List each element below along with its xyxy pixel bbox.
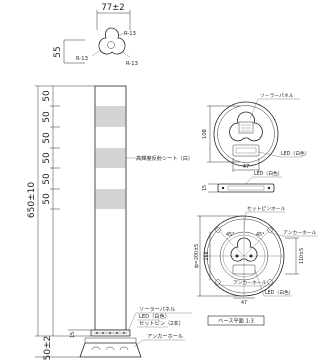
led-strip-leader [245, 176, 253, 185]
led-strip-label: LED（白色） [254, 170, 283, 177]
post-base [79, 342, 142, 358]
solar-panel-label: ソーラーパネル [139, 306, 175, 313]
head-solar-label: ソーラーパネル [260, 93, 294, 99]
segment-dim-3: 50 [42, 132, 52, 144]
base-diag-nw [215, 227, 245, 257]
clover-profile [98, 27, 126, 55]
led-strip-lens [227, 185, 265, 191]
reflective-sheet-label: 高輝度反射シート（白） [136, 154, 193, 162]
radius-dim: ф=200±5 [194, 244, 200, 268]
top-width-dim: 77±2 [101, 3, 124, 13]
top-view: 77±2 55 R-13 R-13 R-13 [53, 3, 138, 67]
right-dim: 110±5 [299, 248, 305, 264]
head-width-dim: 47 [243, 164, 250, 170]
set-pin-hole-label: セットピンホール [247, 206, 286, 212]
base-hole-2 [105, 346, 115, 351]
base-hole-1 [91, 346, 101, 351]
head-clover [229, 111, 263, 142]
segment-dim-4: 50 [42, 152, 52, 164]
solar-leader [127, 312, 137, 332]
anchor-bottom-leader [219, 284, 233, 287]
anchor-hole-sw [215, 279, 221, 285]
anchor-hole-label-bottom: アンカーホール [233, 280, 267, 286]
inner-dim: 168 [204, 251, 210, 260]
anchor-hole-label-right: アンカーホール [283, 230, 317, 236]
reflective-band-1 [95, 106, 126, 127]
base-height-dim: 50±2 [43, 336, 53, 360]
angle-a-label: 45° [226, 232, 235, 238]
base-plan: 45° 45° セットピンホール アンカーホール アンカーホール LED（白色）… [194, 206, 318, 326]
anchor-right-leader [270, 232, 283, 237]
total-height-dim: 650±10 [27, 182, 37, 218]
side-view: 50 50 50 50 50 50 650±10 50±2 15 高輝度反射シー… [27, 85, 193, 360]
segment-dim-2: 50 [42, 111, 52, 123]
set-pin-leader [243, 211, 247, 231]
anchor-hole-se [267, 279, 273, 285]
led-strip: LED（白色） 15 [202, 170, 283, 193]
anchor-leader [133, 339, 144, 348]
segment-dim-6: 50 [42, 193, 52, 205]
head-led-lens [235, 147, 257, 154]
ring-dot-1 [96, 332, 98, 334]
anchor-hole-ne [267, 227, 273, 233]
base-led-leader [254, 269, 265, 297]
segment-dim-5: 50 [42, 173, 52, 185]
radius-right-top: R-13 [124, 31, 136, 37]
head-detail: ソーラーパネル LED（白色） 108 47 [202, 93, 310, 172]
led-strip-screw-right [267, 186, 271, 190]
radius-leader-2 [91, 49, 101, 57]
radius-leader-3 [121, 51, 131, 58]
head-led-leader [258, 151, 281, 158]
anchor-hole-label: アンカーホール [147, 333, 183, 340]
led-strip-height-dim: 15 [202, 185, 208, 191]
led-label: LED（白色） [139, 312, 170, 320]
ring-dot-2 [102, 332, 104, 334]
base-hole-3 [119, 346, 129, 351]
head-solar-leader [249, 98, 259, 120]
head-led-window [232, 144, 260, 157]
clover-center [107, 41, 115, 49]
reflective-band-3 [95, 189, 126, 209]
ring-dot-4 [116, 332, 118, 334]
radius-left: R-13 [76, 56, 88, 62]
led-strip-body [217, 183, 275, 193]
radius-leader-1 [117, 32, 125, 37]
radius-right-bottom: R-13 [126, 61, 138, 67]
head-led-label: LED（白色） [281, 150, 310, 157]
head-inner-circle [217, 105, 275, 163]
anchor-hole-nw [215, 227, 221, 233]
set-pin-label: セットピン（2本） [139, 319, 184, 327]
base-caption: ベース平面 1:3 [218, 318, 254, 325]
head-height-dim: 108 [202, 129, 208, 139]
ring-dot-3 [109, 332, 111, 334]
head-solar-panel [238, 121, 254, 134]
ring-dot-5 [123, 332, 125, 334]
ring-height-dim: 15 [70, 332, 76, 339]
base-led-label: LED（白色） [265, 289, 294, 296]
base-caption-box [207, 315, 265, 326]
top-height-dim: 55 [53, 46, 63, 57]
reflective-band-2 [95, 148, 126, 168]
head-outer-circle [213, 101, 279, 167]
angle-b-label: 45° [256, 232, 265, 238]
base-diag-ne [243, 227, 273, 257]
bottom-dim: 47 [241, 300, 247, 306]
segment-dim-1: 50 [42, 90, 52, 102]
led-strip-screw-left [221, 186, 225, 190]
